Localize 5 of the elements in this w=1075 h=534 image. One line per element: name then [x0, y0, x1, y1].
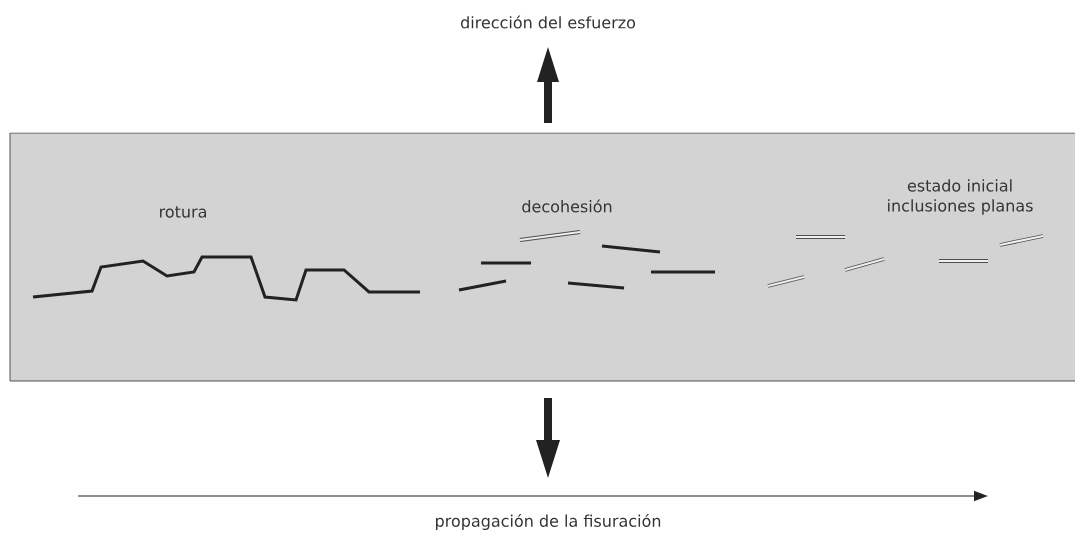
label-text: estado inicial inclusiones planas [888, 179, 1033, 215]
label-text: decohesión [522, 199, 612, 213]
label-text: rotura [160, 206, 206, 218]
label-text: dirección del esfuerzo [461, 15, 636, 29]
label-text: propagación de la fisuración [436, 513, 661, 531]
